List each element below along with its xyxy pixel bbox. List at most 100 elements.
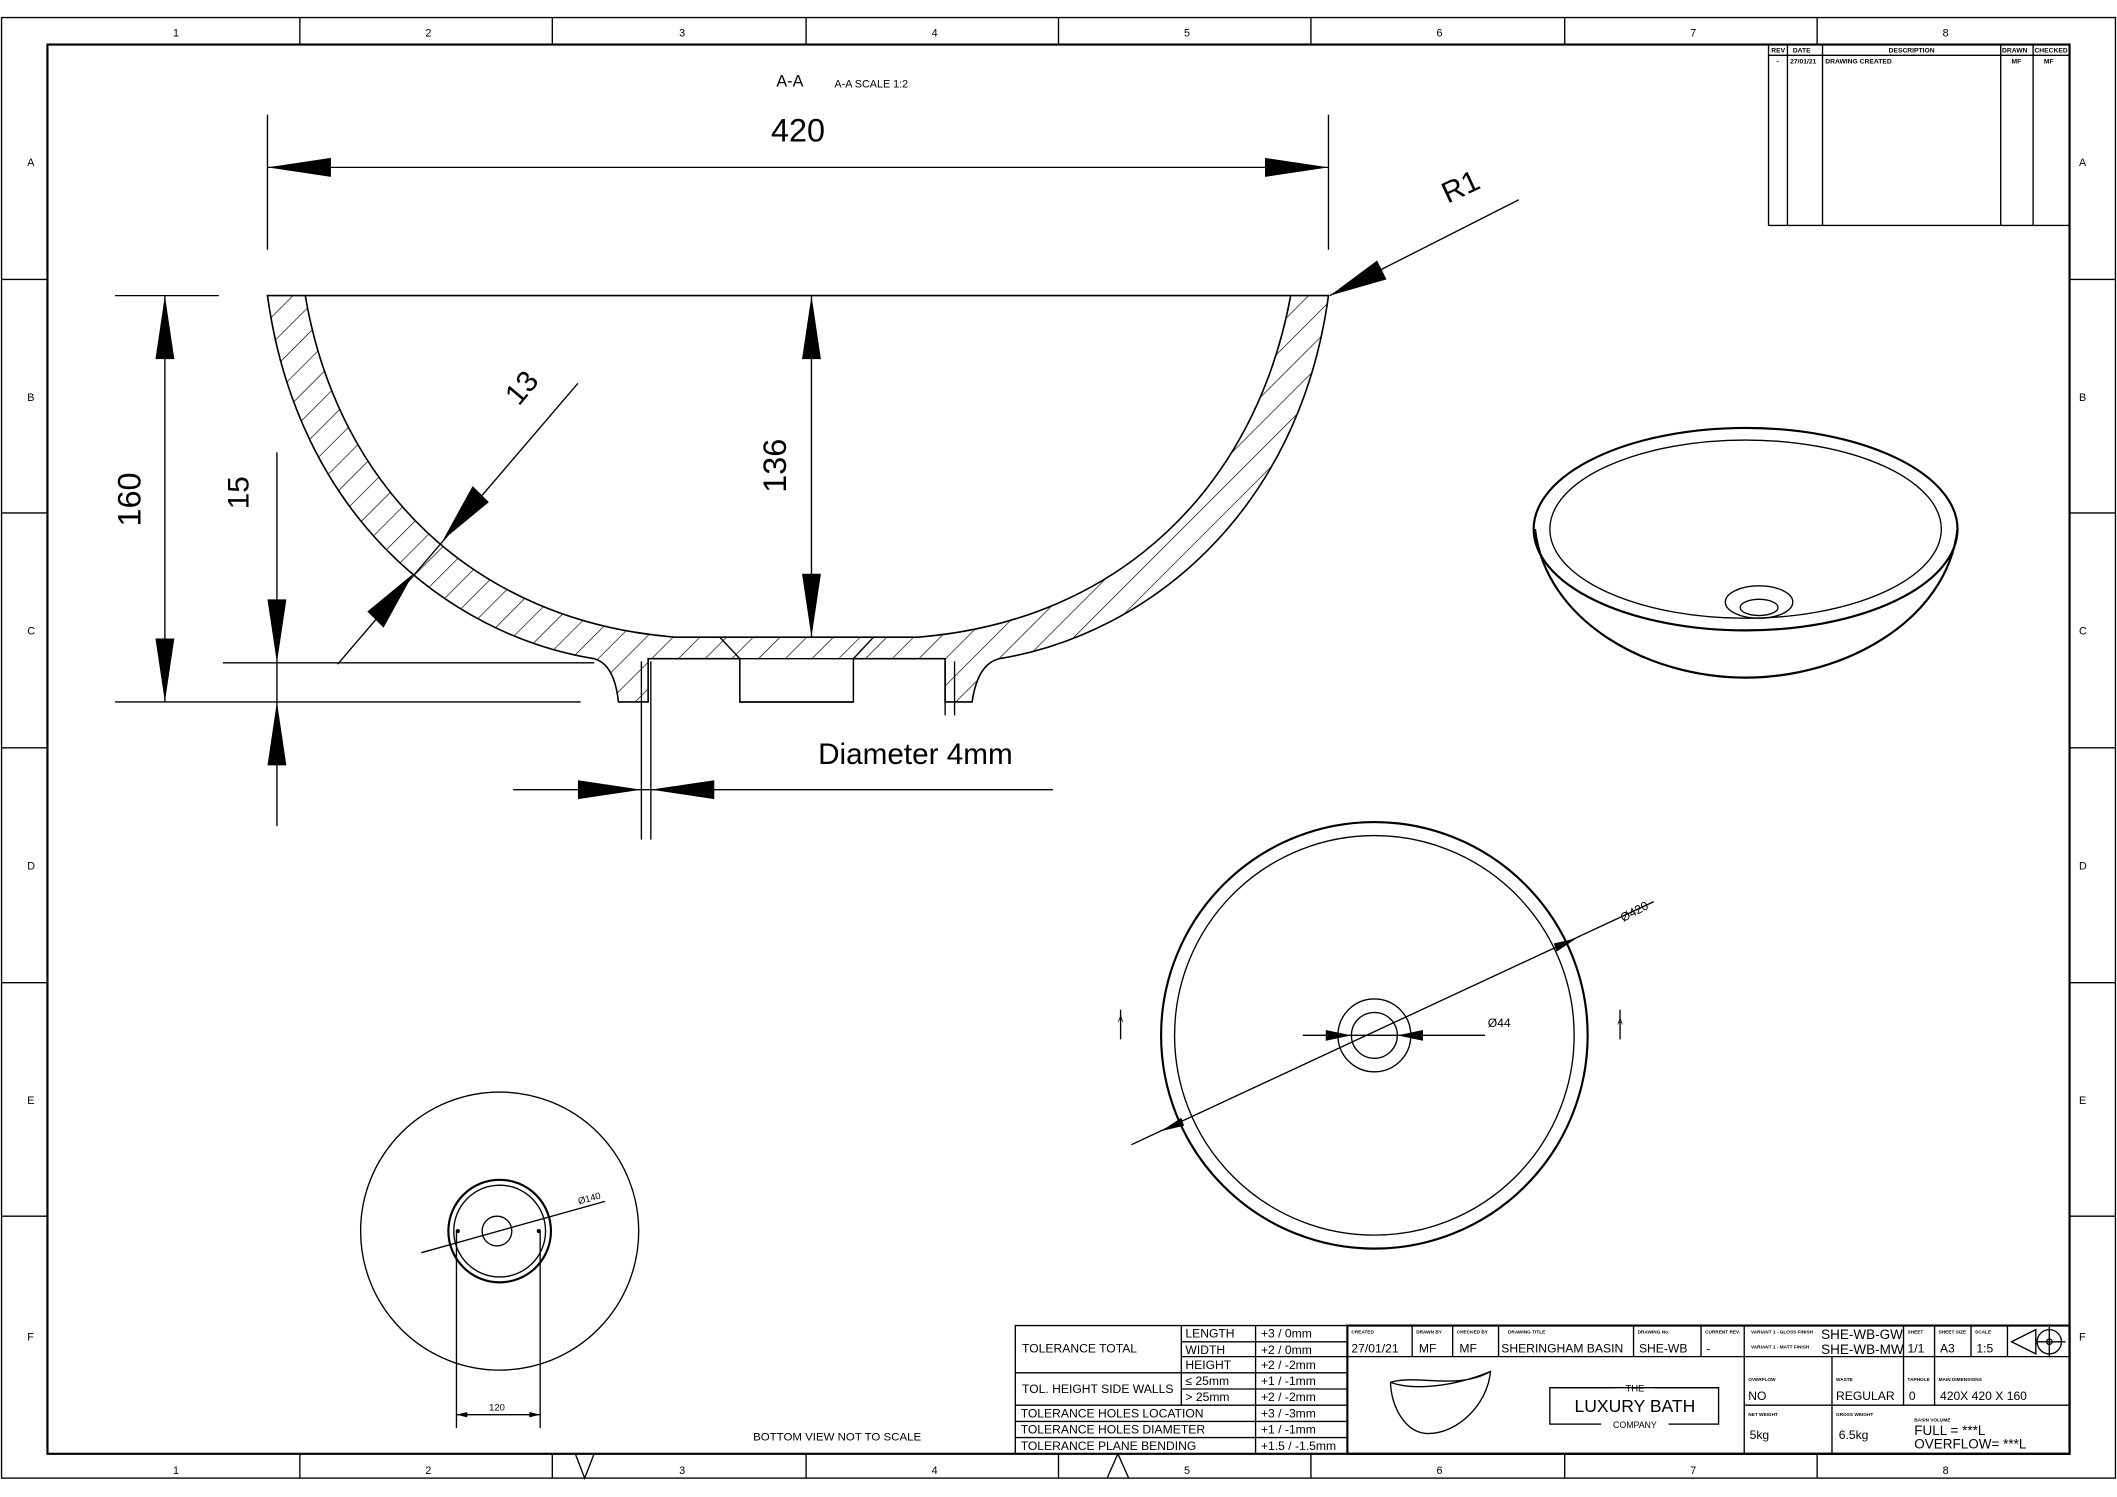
svg-text:2: 2	[425, 1465, 431, 1477]
svg-text:A: A	[27, 157, 35, 169]
svg-text:REGULAR: REGULAR	[1836, 1389, 1895, 1403]
svg-text:BASIN VOLUME: BASIN VOLUME	[1914, 1417, 1950, 1423]
svg-text:4: 4	[932, 1465, 938, 1477]
svg-text:THE: THE	[1625, 1384, 1644, 1395]
dimension-height: 160	[112, 294, 581, 703]
svg-text:OVERFLOW= ***L: OVERFLOW= ***L	[1914, 1436, 2027, 1451]
svg-text:5kg: 5kg	[1750, 1428, 1770, 1442]
svg-text:+1.5 / -1.5mm: +1.5 / -1.5mm	[1261, 1439, 1336, 1453]
svg-text:DRAWN: DRAWN	[2002, 48, 2028, 55]
svg-text:D: D	[27, 860, 35, 872]
svg-text:D: D	[2079, 860, 2087, 872]
svg-text:VARIANT 1 - MATT FINISH: VARIANT 1 - MATT FINISH	[1751, 1345, 1810, 1351]
svg-text:136: 136	[757, 439, 793, 493]
svg-text:OVERFLOW: OVERFLOW	[1748, 1377, 1776, 1383]
svg-text:VARIANT 1 - GLOSS FINISH: VARIANT 1 - GLOSS FINISH	[1751, 1330, 1814, 1336]
svg-text:DRAWN BY: DRAWN BY	[1416, 1330, 1443, 1336]
svg-text:6: 6	[1436, 27, 1442, 39]
svg-text:160: 160	[112, 472, 148, 526]
revision-table: REV DATE DESCRIPTION DRAWN CHECKED - 27/…	[1767, 43, 2071, 227]
svg-text:LENGTH: LENGTH	[1185, 1327, 1234, 1341]
svg-text:WASTE: WASTE	[1836, 1377, 1853, 1383]
svg-text:7: 7	[1690, 1465, 1696, 1477]
svg-text:TOL. HEIGHT SIDE WALLS: TOL. HEIGHT SIDE WALLS	[1022, 1382, 1173, 1396]
dimension-depth: 136	[757, 295, 821, 638]
centering-mark-bottom-left	[574, 1453, 595, 1480]
svg-text:F: F	[27, 1331, 34, 1343]
svg-text:+1 / -1mm: +1 / -1mm	[1261, 1374, 1316, 1388]
svg-text:15: 15	[223, 476, 256, 509]
svg-text:CREATED: CREATED	[1351, 1330, 1374, 1336]
svg-text:FULL = ***L: FULL = ***L	[1914, 1423, 1986, 1438]
svg-text:Ø140: Ø140	[577, 1191, 602, 1208]
svg-text:13: 13	[499, 365, 546, 412]
svg-text:8: 8	[1943, 1465, 1949, 1477]
svg-text:6: 6	[1436, 1465, 1442, 1477]
svg-text:SHE-WB-MW: SHE-WB-MW	[1821, 1342, 1904, 1357]
svg-text:TOLERANCE HOLES LOCATION: TOLERANCE HOLES LOCATION	[1021, 1406, 1204, 1420]
svg-text:MF: MF	[2012, 58, 2022, 65]
section-scale: A-A SCALE 1:2	[834, 79, 908, 91]
svg-text:4: 4	[932, 27, 938, 39]
svg-text:TAPHOLE: TAPHOLE	[1908, 1377, 1930, 1383]
svg-text:NET WEIGHT: NET WEIGHT	[1748, 1412, 1778, 1418]
svg-text:Ø420: Ø420	[1618, 898, 1651, 924]
svg-text:SHEET SIZE: SHEET SIZE	[1939, 1330, 1967, 1336]
svg-text:-: -	[1777, 58, 1779, 65]
svg-text:NO: NO	[1748, 1389, 1766, 1403]
tolerance-table: TOLERANCE TOTAL LENGTH+3 / 0mm WIDTH+2 /…	[1014, 1324, 1349, 1455]
svg-text:+2 / -2mm: +2 / -2mm	[1261, 1358, 1316, 1372]
svg-text:LUXURY BATH: LUXURY BATH	[1574, 1396, 1695, 1416]
svg-text:SHE-WB-GW: SHE-WB-GW	[1821, 1327, 1903, 1342]
svg-text:7: 7	[1690, 27, 1696, 39]
section-view-bowl	[266, 294, 1330, 840]
svg-text:1/1: 1/1	[1908, 1342, 1925, 1356]
svg-text:+2 / -2mm: +2 / -2mm	[1261, 1390, 1316, 1404]
svg-text:REV: REV	[1771, 48, 1785, 55]
svg-text:MAIN DIMENSIONS: MAIN DIMENSIONS	[1939, 1377, 1982, 1383]
svg-text:A3: A3	[1940, 1342, 1955, 1356]
svg-text:COMPANY: COMPANY	[1613, 1420, 1657, 1430]
svg-text:5: 5	[1184, 1465, 1190, 1477]
svg-text:MF: MF	[1419, 1342, 1437, 1356]
svg-text:B: B	[27, 392, 34, 404]
svg-text:CHECKED BY: CHECKED BY	[1457, 1330, 1489, 1336]
perspective-view	[1532, 426, 1959, 679]
svg-text:1: 1	[173, 27, 179, 39]
svg-text:27/01/21: 27/01/21	[1790, 58, 1816, 65]
svg-text:A: A	[2079, 157, 2087, 169]
svg-text:B: B	[2079, 392, 2086, 404]
svg-text:A: A	[1617, 1018, 1623, 1027]
bottom-view-note: BOTTOM VIEW NOT TO SCALE	[753, 1431, 921, 1443]
svg-text:0: 0	[1909, 1389, 1916, 1403]
projection-symbol-icon	[2009, 1326, 2066, 1357]
dimension-base: 15	[223, 452, 595, 827]
svg-text:-: -	[1706, 1342, 1710, 1356]
svg-text:5: 5	[1184, 27, 1190, 39]
svg-text:C: C	[2079, 625, 2087, 637]
svg-text:+1 / -1mm: +1 / -1mm	[1261, 1423, 1316, 1437]
svg-text:MF: MF	[2044, 58, 2054, 65]
dimension-width: 420	[266, 113, 1330, 250]
top-view: Ø420 Ø44 A A	[1118, 820, 1655, 1250]
company-logo: THE LUXURY BATH COMPANY	[1549, 1384, 1720, 1430]
svg-text:SHEET: SHEET	[1908, 1330, 1924, 1336]
centering-mark-bottom-center	[1106, 1452, 1130, 1479]
svg-text:DRAWING No.: DRAWING No.	[1638, 1330, 1670, 1336]
svg-text:Diameter 4mm: Diameter 4mm	[818, 738, 1013, 771]
svg-text:420X 420 X 160: 420X 420 X 160	[1940, 1389, 2027, 1403]
section-title: A-A	[776, 72, 803, 90]
title-block: CREATED DRAWN BY CHECKED BY DRAWING TITL…	[1346, 1324, 2071, 1455]
dimension-radius: R1	[1329, 164, 1520, 297]
svg-text:MF: MF	[1459, 1342, 1477, 1356]
svg-text:TOLERANCE PLANE BENDING: TOLERANCE PLANE BENDING	[1021, 1439, 1197, 1453]
svg-text:CURRENT REV.: CURRENT REV.	[1705, 1330, 1740, 1336]
basin-thumbnail-icon	[1389, 1370, 1492, 1435]
svg-text:A: A	[1118, 1015, 1124, 1024]
svg-text:E: E	[27, 1095, 34, 1107]
svg-text:≤ 25mm: ≤ 25mm	[1185, 1374, 1229, 1388]
svg-text:DATE: DATE	[1793, 48, 1811, 55]
svg-text:3: 3	[679, 27, 685, 39]
svg-text:GROSS WEIGHT: GROSS WEIGHT	[1836, 1412, 1873, 1418]
